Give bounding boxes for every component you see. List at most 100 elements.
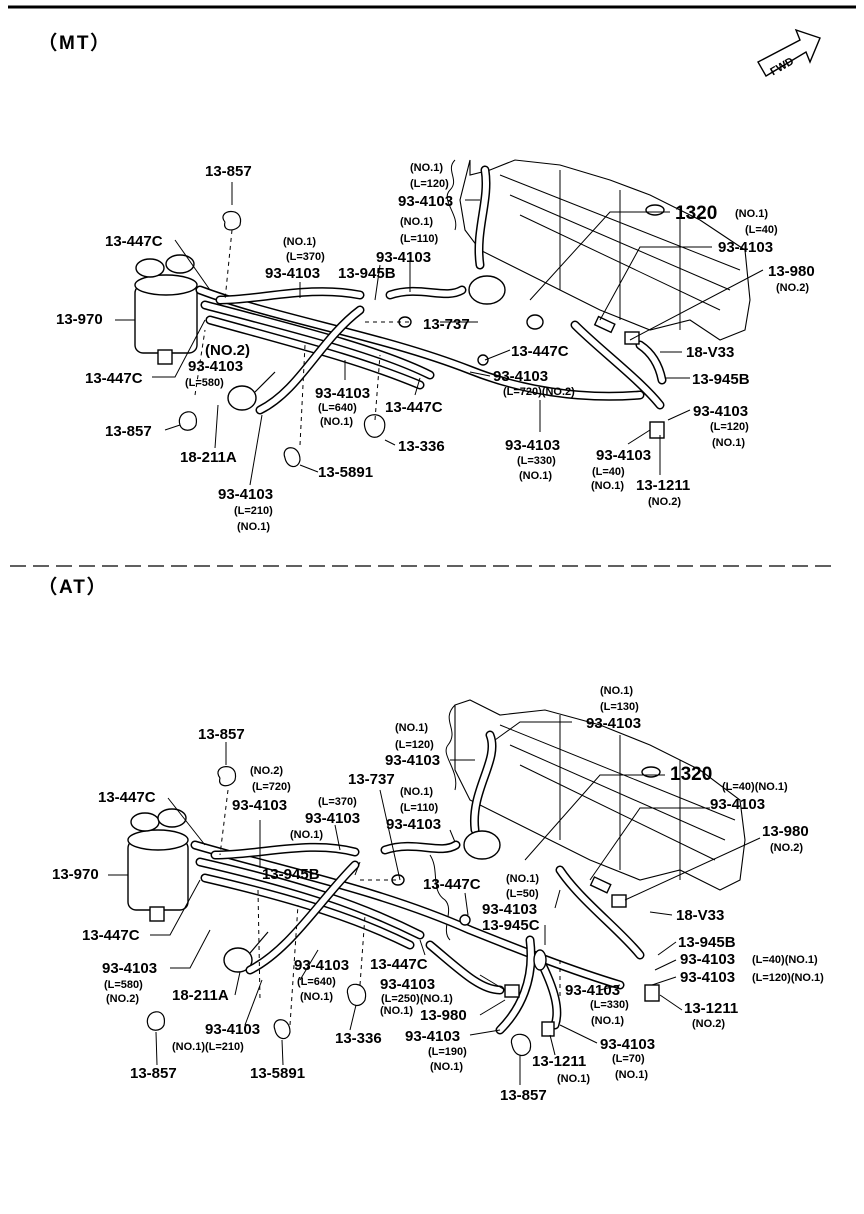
at-label-no1-l370: (NO.1)	[290, 829, 323, 841]
at-label-no1-l50: (NO.1)	[506, 873, 539, 885]
section-title-at: （AT）	[38, 575, 108, 598]
at-label-13-447c-mid: 13-447C	[423, 876, 481, 893]
at-labels: (NO.1) (L=130) 93-4103 (NO.1) (L=120) 93…	[52, 685, 824, 1104]
at-label-l190: (L=190)	[428, 1046, 467, 1058]
mt-label-13-447c-mid: 13-447C	[511, 343, 569, 360]
at-label-l330: (L=330)	[590, 999, 629, 1011]
at-label-l120-no1-right: (L=120)(NO.1)	[752, 972, 824, 984]
section-title-mt: （MT）	[38, 31, 111, 54]
at-label-l250-no1: (L=250)(NO.1)	[381, 993, 453, 1005]
at-label-13-857-top: 13-857	[198, 726, 245, 743]
mt-label-13-336: 13-336	[398, 438, 445, 455]
at-label-13-857-bottom: 13-857	[500, 1087, 547, 1104]
at-label-no2-13-980: (NO.2)	[770, 842, 803, 854]
mt-label-18-v33: 18-V33	[686, 344, 734, 361]
at-label-93-4103-l330: 93-4103	[565, 982, 620, 999]
mt-label-13-447c-lower: 13-447C	[85, 370, 143, 387]
at-label-93-4103-l210: 93-4103	[205, 1021, 260, 1038]
mt-label-l120-top: (L=120)	[410, 178, 449, 190]
mt-labels: 13-857 13-447C 13-970 (NO.2) 93-4103 (L=…	[56, 162, 815, 533]
at-label-13-447c-bottom: 13-447C	[370, 956, 428, 973]
at-label-1320: 1320	[670, 764, 712, 785]
at-label-13-980-bottom: 13-980	[420, 1007, 467, 1024]
at-label-93-4103-l370: 93-4103	[305, 810, 360, 827]
mt-label-no2-13-980: (NO.2)	[776, 282, 809, 294]
at-label-93-4103-l40-right: 93-4103	[680, 951, 735, 968]
at-label-13-980-right: 13-980	[762, 823, 809, 840]
mt-label-13-1211: 13-1211	[636, 477, 690, 494]
at-label-no1-13-1211: (NO.1)	[557, 1073, 590, 1085]
at-label-13-5891: 13-5891	[250, 1065, 305, 1082]
at-label-no1-l640: (NO.1)	[300, 991, 333, 1003]
mt-label-l120-right: (L=120)	[710, 421, 749, 433]
mt-label-93-4103-l120-top: 93-4103	[398, 193, 453, 210]
mt-label-13-737: 13-737	[423, 316, 470, 333]
at-label-13-447c-lower: 13-447C	[82, 927, 140, 944]
at-label-no1-l130: (NO.1)	[600, 685, 633, 697]
mt-label-13-5891: 13-5891	[318, 464, 373, 481]
at-label-l580: (L=580)	[104, 979, 143, 991]
at-label-l120: (L=120)	[395, 739, 434, 751]
mt-label-l40-1320: (L=40)	[745, 224, 778, 236]
at-label-13-737: 13-737	[348, 771, 395, 788]
mt-label-no1-l330: (NO.1)	[519, 470, 552, 482]
at-label-no1-l70: (NO.1)	[615, 1069, 648, 1081]
mt-label-no2-13-1211: (NO.2)	[648, 496, 681, 508]
mt-label-no1-l120-top: (NO.1)	[410, 162, 443, 174]
at-label-no2-13-1211: (NO.2)	[692, 1018, 725, 1030]
mt-label-13-945b-top: 13-945B	[338, 265, 396, 282]
at-label-93-4103-l50: 93-4103	[482, 901, 537, 918]
at-label-l70: (L=70)	[612, 1053, 645, 1065]
mt-label-no1-l640: (NO.1)	[320, 416, 353, 428]
mt-label-l330: (L=330)	[517, 455, 556, 467]
mt-label-l210: (L=210)	[234, 505, 273, 517]
at-label-no1-l120: (NO.1)	[395, 722, 428, 734]
mt-label-no1-l110: (NO.1)	[400, 216, 433, 228]
mt-label-93-4103-l210: 93-4103	[218, 486, 273, 503]
mt-drawing	[115, 159, 764, 486]
at-drawing	[108, 699, 761, 1085]
mt-label-13-447c-upper: 13-447C	[105, 233, 163, 250]
fwd-arrow-icon: FWD	[757, 28, 821, 78]
mt-label-no1-1320: (NO.1)	[735, 208, 768, 220]
at-label-l370: (L=370)	[318, 796, 357, 808]
mt-label-l640: (L=640)	[318, 402, 357, 414]
at-label-93-4103-l720: 93-4103	[232, 797, 287, 814]
mt-label-13-945b-right: 13-945B	[692, 371, 750, 388]
at-label-93-4103-l190: 93-4103	[405, 1028, 460, 1045]
mt-label-l370: (L=370)	[286, 251, 325, 263]
at-label-no1-l210: (NO.1)(L=210)	[172, 1041, 244, 1053]
at-label-l110: (L=110)	[400, 802, 439, 814]
at-label-13-945c: 13-945C	[482, 917, 540, 934]
at-label-13-336: 13-336	[335, 1030, 382, 1047]
at-label-93-4103-l580: 93-4103	[102, 960, 157, 977]
at-label-18-211a: 18-211A	[172, 987, 229, 1004]
at-label-l40-no1-right: (L=40)(NO.1)	[752, 954, 818, 966]
at-label-13-447c-upper: 13-447C	[98, 789, 156, 806]
mt-label-93-4103-l40-bottom: 93-4103	[596, 447, 651, 464]
at-label-l40-no1-top: (L=40)(NO.1)	[722, 781, 788, 793]
mt-label-13-857-top: 13-857	[205, 163, 252, 180]
at-label-13-1211-bottom: 13-1211	[532, 1053, 586, 1070]
at-label-no2-l580: (NO.2)	[106, 993, 139, 1005]
mt-label-no2-left: (NO.2)	[205, 342, 250, 359]
at-label-no1-13-980: (NO.1)	[380, 1005, 413, 1017]
mt-label-93-4103-l720: 93-4103	[493, 368, 548, 385]
mt-label-1320: 1320	[675, 203, 717, 224]
at-label-13-857-left: 13-857	[130, 1065, 177, 1082]
at-label-93-4103-l120: 93-4103	[385, 752, 440, 769]
mt-label-no1-l370: (NO.1)	[283, 236, 316, 248]
at-label-13-945b-mid: 13-945B	[262, 866, 320, 883]
at-label-no1-l110: (NO.1)	[400, 786, 433, 798]
mt-label-93-4103-l580: 93-4103	[188, 358, 243, 375]
at-label-13-945b-right: 13-945B	[678, 934, 736, 951]
mt-label-l720-no2: (L=720)(NO.2)	[503, 386, 575, 398]
mt-label-93-4103-l120-right: 93-4103	[693, 403, 748, 420]
mt-label-no1-l210: (NO.1)	[237, 521, 270, 533]
mt-label-l580: (L=580)	[185, 377, 224, 389]
mt-label-93-4103-l330: 93-4103	[505, 437, 560, 454]
mt-label-no1-l120-right: (NO.1)	[712, 437, 745, 449]
mt-label-93-4103-l110: 93-4103	[376, 249, 431, 266]
mt-label-13-857-left: 13-857	[105, 423, 152, 440]
